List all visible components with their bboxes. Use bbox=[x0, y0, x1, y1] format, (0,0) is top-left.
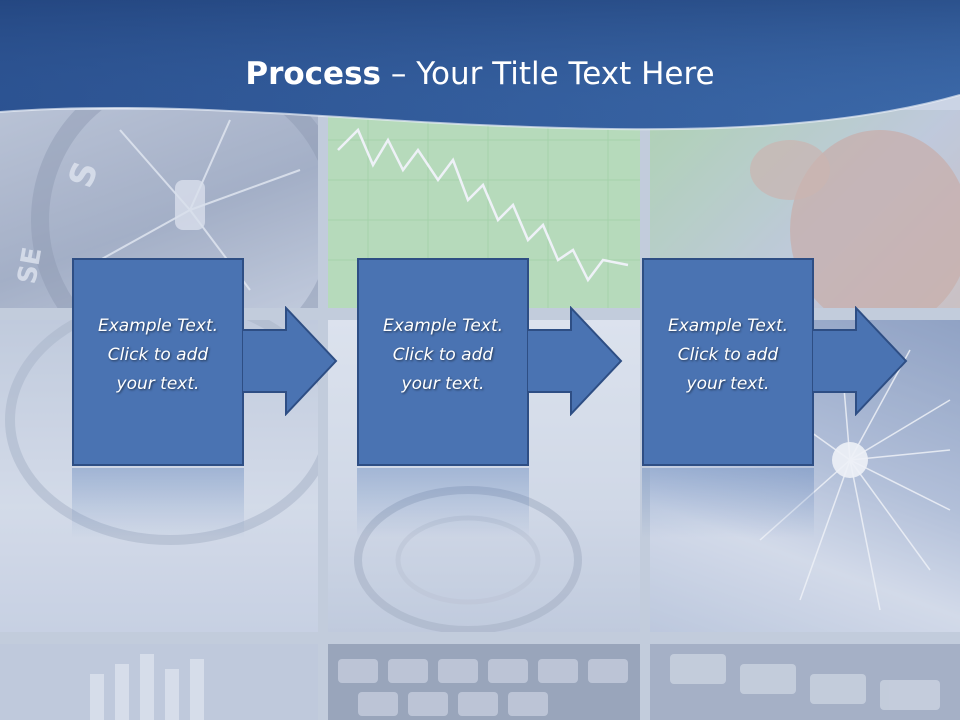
step-2-line-1: Example Text. bbox=[382, 316, 504, 336]
title-banner: Process – Your Title Text Here bbox=[0, 0, 960, 140]
arrow-right-icon bbox=[812, 306, 908, 416]
collage-divider-horizontal bbox=[0, 632, 960, 644]
step-2-line-3: your text. bbox=[401, 374, 485, 394]
slide-title[interactable]: Process – Your Title Text Here bbox=[0, 54, 960, 94]
svg-text:SE: SE bbox=[12, 245, 48, 286]
step-3-line-3: your text. bbox=[686, 374, 770, 394]
step-1-reflection bbox=[72, 468, 244, 538]
step-1-line-1: Example Text. bbox=[97, 316, 219, 336]
step-1-line-2: Click to add bbox=[107, 345, 209, 365]
step-3-text[interactable]: Example Text. Click to add your text. bbox=[650, 312, 806, 399]
arrow-right-icon bbox=[527, 306, 623, 416]
step-3-line-1: Example Text. bbox=[667, 316, 789, 336]
arrow-right-icon bbox=[242, 306, 338, 416]
process-step-3[interactable]: Example Text. Click to add your text. bbox=[642, 258, 814, 466]
title-bold: Process bbox=[245, 56, 381, 92]
step-2-line-2: Click to add bbox=[392, 345, 494, 365]
keyboard-photo bbox=[328, 644, 640, 720]
function-keys-photo bbox=[650, 644, 960, 720]
step-2-text[interactable]: Example Text. Click to add your text. bbox=[365, 312, 521, 399]
bar-graph-photo bbox=[0, 644, 318, 720]
step-3-reflection bbox=[642, 468, 814, 538]
step-2-reflection bbox=[357, 468, 529, 538]
step-3-line-2: Click to add bbox=[677, 345, 779, 365]
process-step-2[interactable]: Example Text. Click to add your text. bbox=[357, 258, 529, 466]
collage-divider-vertical bbox=[318, 110, 328, 720]
title-rest: – Your Title Text Here bbox=[381, 56, 715, 92]
step-1-line-3: your text. bbox=[116, 374, 200, 394]
process-step-1[interactable]: Example Text. Click to add your text. bbox=[72, 258, 244, 466]
step-1-text[interactable]: Example Text. Click to add your text. bbox=[80, 312, 236, 399]
